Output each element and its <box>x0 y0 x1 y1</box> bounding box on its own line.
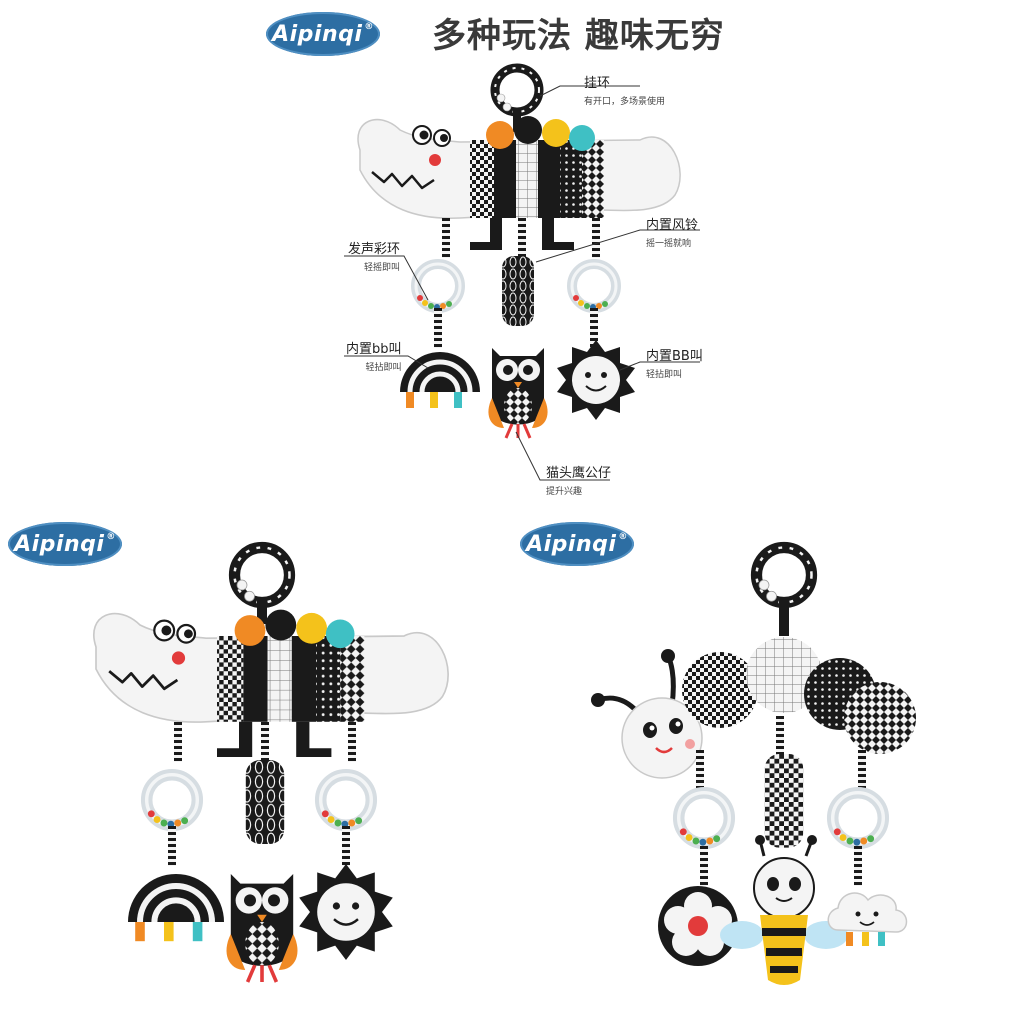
top-toy <box>344 68 700 481</box>
brand-logo-bottom-left: Aipinqi® <box>8 522 122 566</box>
headline: 多种玩法 趣味无穷 <box>432 16 725 56</box>
registered-mark: ® <box>618 532 628 542</box>
registered-mark: ® <box>106 532 116 542</box>
brand-logo-top: Aipinqi® <box>266 12 380 56</box>
brand-name: Aipinqi <box>526 531 617 557</box>
callout-desc: 摇一摇就响 <box>646 239 692 249</box>
callout-desc: 提升兴趣 <box>546 487 583 497</box>
brand-name: Aipinqi <box>272 21 363 47</box>
callout-owl: 猫头鹰公仔 提升兴趣 <box>546 462 611 497</box>
brand-logo-bottom-right: Aipinqi® <box>520 522 634 566</box>
callout-title: 猫头鹰公仔 <box>546 466 612 481</box>
bottom-left-toy <box>92 548 450 984</box>
callout-desc: 轻摇即叫 <box>364 263 401 273</box>
callout-title: 挂环 <box>584 76 611 91</box>
callout-title: 发声彩环 <box>348 242 401 257</box>
callout-wind-chime: 内置风铃 摇一摇就响 <box>646 214 698 249</box>
bottom-right-toy <box>591 548 916 985</box>
callout-desc: 轻拈即叫 <box>646 370 683 380</box>
callout-hanging-ring: 挂环 有开口，多场景使用 <box>584 72 665 107</box>
brand-name: Aipinqi <box>14 531 105 557</box>
callout-squeaker-right: 内置BB叫 轻拈即叫 <box>646 345 703 380</box>
callout-desc: 有开口，多场景使用 <box>584 97 666 107</box>
registered-mark: ® <box>364 22 374 32</box>
callout-squeaker-left: 内置bb叫 轻拈即叫 <box>346 338 402 373</box>
callout-title: 内置风铃 <box>646 218 699 233</box>
callout-desc: 轻拈即叫 <box>365 363 402 373</box>
callout-title: 内置bb叫 <box>346 342 402 357</box>
callout-rattle-ring: 发声彩环 轻摇即叫 <box>348 238 400 273</box>
callout-title: 内置BB叫 <box>646 349 703 364</box>
